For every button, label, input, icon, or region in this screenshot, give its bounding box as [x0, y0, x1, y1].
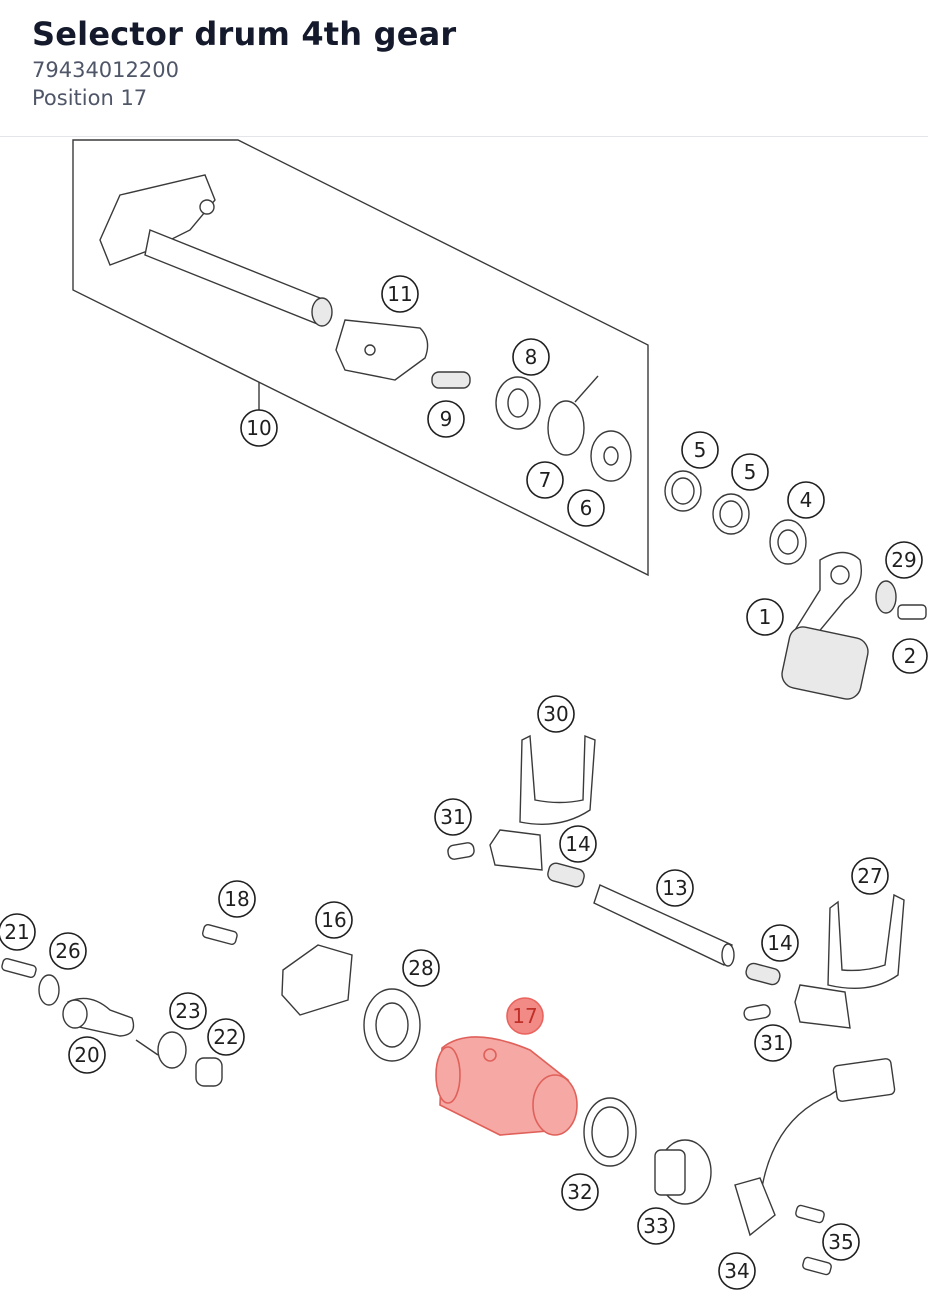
plate-part [335, 319, 429, 381]
svg-text:11: 11 [387, 282, 412, 306]
callout-27[interactable]: 27 [851, 857, 889, 895]
part-number: 79434012200 [32, 58, 179, 82]
svg-text:5: 5 [694, 438, 707, 462]
callout-2[interactable]: 2 [892, 638, 928, 674]
callout-10[interactable]: 10 [240, 409, 278, 447]
svg-text:17: 17 [512, 1004, 537, 1028]
callout-13[interactable]: 13 [656, 869, 694, 907]
callout-1[interactable]: 1 [746, 598, 784, 636]
svg-text:8: 8 [525, 345, 538, 369]
callout-7[interactable]: 7 [526, 461, 564, 499]
callout-29[interactable]: 29 [885, 541, 923, 579]
callout-16[interactable]: 16 [315, 901, 353, 939]
callout-8[interactable]: 8 [512, 338, 550, 376]
svg-text:6: 6 [580, 496, 593, 520]
callout-26[interactable]: 26 [49, 932, 87, 970]
callout-5a[interactable]: 5 [681, 431, 719, 469]
callout-17-highlighted[interactable]: 17 [506, 997, 544, 1035]
callout-22[interactable]: 22 [207, 1018, 245, 1056]
spring-part [431, 371, 471, 389]
svg-text:31: 31 [440, 805, 465, 829]
svg-text:30: 30 [543, 702, 568, 726]
callout-33[interactable]: 33 [637, 1207, 675, 1245]
svg-text:5: 5 [744, 460, 757, 484]
callout-11[interactable]: 11 [381, 275, 419, 313]
svg-text:31: 31 [760, 1031, 785, 1055]
svg-text:29: 29 [891, 548, 916, 572]
selector-drum-highlighted[interactable] [435, 1036, 578, 1136]
svg-text:26: 26 [55, 939, 80, 963]
svg-text:34: 34 [724, 1259, 749, 1283]
callout-32[interactable]: 32 [561, 1173, 599, 1211]
svg-text:14: 14 [565, 832, 590, 856]
svg-text:35: 35 [828, 1230, 853, 1254]
svg-text:27: 27 [857, 864, 882, 888]
svg-text:16: 16 [321, 908, 346, 932]
svg-text:9: 9 [440, 407, 453, 431]
shift-fork-part [519, 734, 596, 825]
callout-35[interactable]: 35 [822, 1223, 860, 1261]
callout-31b[interactable]: 31 [754, 1024, 792, 1062]
shift-shaft-part [99, 174, 333, 327]
assembly-frame [72, 139, 649, 577]
svg-text:28: 28 [408, 956, 433, 980]
svg-text:33: 33 [643, 1214, 668, 1238]
callout-5b[interactable]: 5 [731, 453, 769, 491]
svg-text:18: 18 [224, 887, 249, 911]
callout-18[interactable]: 18 [218, 880, 256, 918]
callout-30[interactable]: 30 [537, 695, 575, 733]
callout-4[interactable]: 4 [787, 481, 825, 519]
svg-text:32: 32 [567, 1180, 592, 1204]
position-label: Position 17 [32, 86, 148, 110]
svg-text:2: 2 [904, 644, 917, 668]
svg-text:14: 14 [767, 931, 792, 955]
callout-9[interactable]: 9 [427, 400, 465, 438]
svg-text:22: 22 [213, 1025, 238, 1049]
callout-31a[interactable]: 31 [434, 798, 472, 836]
svg-text:20: 20 [74, 1043, 99, 1067]
svg-text:21: 21 [4, 920, 29, 944]
callout-14b[interactable]: 14 [761, 924, 799, 962]
page-title: Selector drum 4th gear [32, 15, 457, 53]
page-header: Selector drum 4th gear 79434012200 Posit… [0, 0, 928, 137]
callout-21[interactable]: 21 [0, 913, 36, 951]
selector-plate-part [281, 944, 353, 1016]
svg-text:1: 1 [759, 605, 772, 629]
svg-text:4: 4 [800, 488, 813, 512]
callout-20[interactable]: 20 [68, 1036, 106, 1074]
svg-text:10: 10 [246, 416, 271, 440]
callout-6[interactable]: 6 [567, 489, 605, 527]
callout-23[interactable]: 23 [169, 992, 207, 1030]
svg-text:13: 13 [662, 876, 687, 900]
svg-text:7: 7 [539, 468, 552, 492]
shift-lever-part [781, 551, 869, 700]
svg-text:23: 23 [175, 999, 200, 1023]
callout-28[interactable]: 28 [402, 949, 440, 987]
callout-34[interactable]: 34 [718, 1252, 756, 1290]
callout-14a[interactable]: 14 [559, 825, 597, 863]
fork-shaft-part [593, 884, 733, 966]
return-spring-part [547, 400, 585, 456]
